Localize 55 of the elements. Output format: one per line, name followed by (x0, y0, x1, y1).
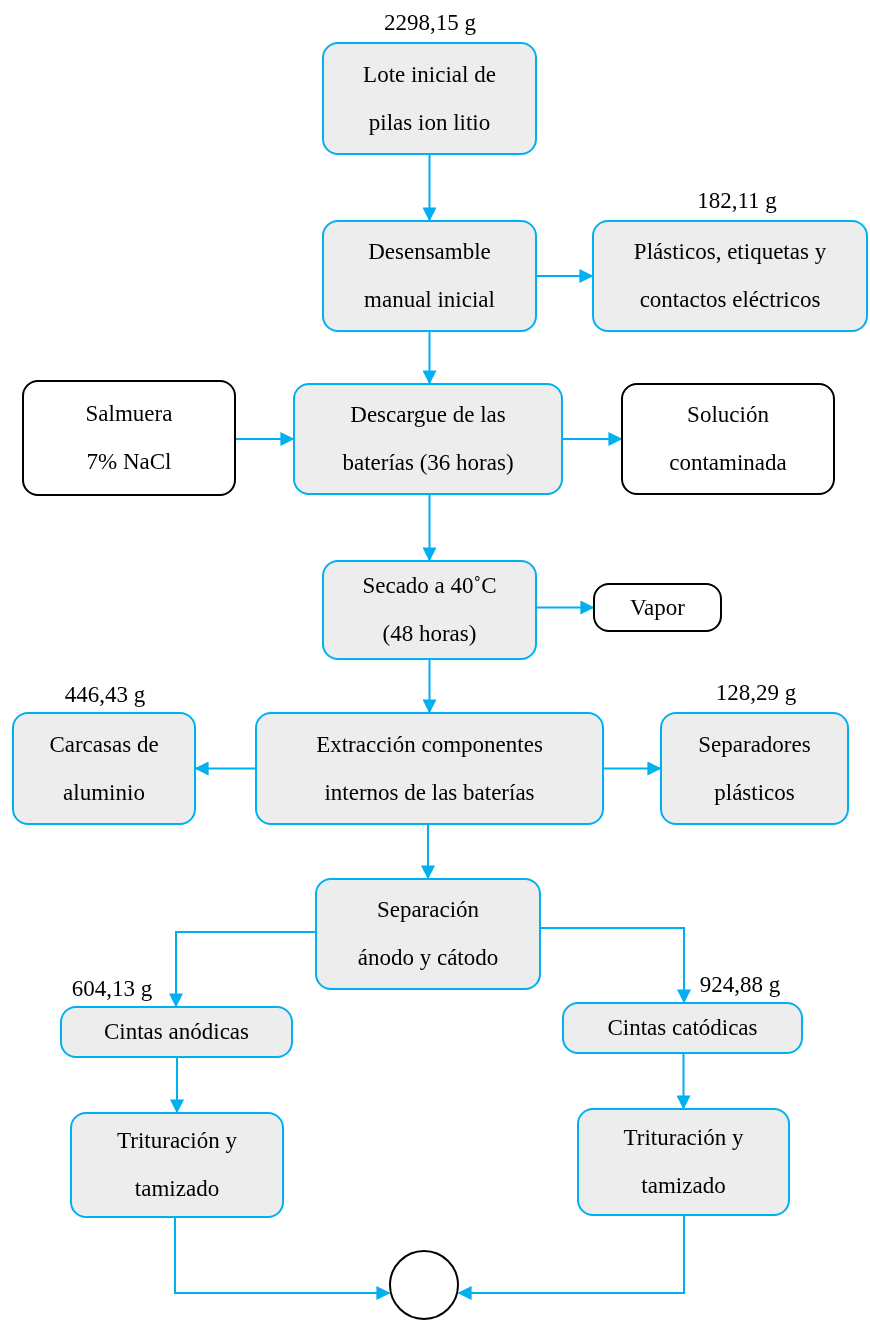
arrow (457, 1215, 685, 1300)
node-label: Extracción componentes internos de las baterías (315, 730, 544, 807)
arrow (170, 1057, 184, 1114)
arrow (174, 1217, 391, 1300)
process-box (60, 1006, 293, 1058)
process-box (660, 712, 849, 825)
arrow (235, 432, 295, 446)
node-label: Trituración y tamizado (116, 1127, 238, 1203)
mass-label: 446,43 g (64, 682, 146, 708)
node-label: Lote inicial de pilas ion litio (362, 60, 497, 137)
process-box (562, 1002, 803, 1054)
arrow (169, 931, 316, 1008)
node-label: Trituración y tamizado (622, 1124, 745, 1200)
node-label: Descargue de las baterías (36 horas) (341, 401, 515, 477)
arrow (422, 154, 437, 222)
arrow (422, 659, 437, 714)
arrow (422, 494, 437, 562)
node-label: Secado a 40˚C (48 horas) (361, 572, 498, 648)
arrow (676, 1053, 691, 1110)
mass-label: 924,88 g (699, 972, 781, 998)
process-box (322, 42, 537, 155)
process-box (577, 1108, 790, 1216)
process-box (315, 878, 541, 990)
arrow (603, 761, 662, 776)
arrow (562, 432, 623, 446)
process-box (592, 220, 868, 332)
process-box (293, 383, 563, 495)
process-box (322, 220, 537, 332)
arrow (540, 927, 691, 1004)
node-label: Salmuera 7% NaCl (84, 400, 174, 476)
node-label: Separación ánodo y cátodo (356, 896, 500, 972)
node-label: Desensamble manual inicial (363, 238, 496, 314)
mass-label: 128,29 g (715, 680, 797, 706)
node-label: Plásticos, etiquetas y contactos eléctricos (632, 238, 828, 314)
process-box (255, 712, 604, 825)
arrow (422, 331, 437, 385)
mass-label: 604,13 g (71, 976, 153, 1002)
process-box (12, 712, 196, 825)
mass-label: 182,11 g (697, 188, 777, 214)
process-box (70, 1112, 284, 1218)
arrow (194, 761, 256, 776)
node-label: Cintas catódicas (607, 1014, 758, 1042)
node-label: Solución contaminada (668, 401, 788, 477)
process-box (322, 560, 537, 660)
node-label: Carcasas de aluminio (48, 730, 160, 807)
mass-label: 2298,15 g (384, 10, 476, 36)
node-label: Vapor (630, 593, 685, 622)
io-box (593, 583, 722, 632)
io-box (22, 380, 236, 496)
arrow (536, 269, 594, 283)
io-box (621, 383, 835, 495)
arrow (536, 600, 595, 615)
node-label: Cintas anódicas (104, 1018, 249, 1046)
arrow (421, 824, 435, 880)
node-label: Separadores plásticos (697, 730, 812, 807)
